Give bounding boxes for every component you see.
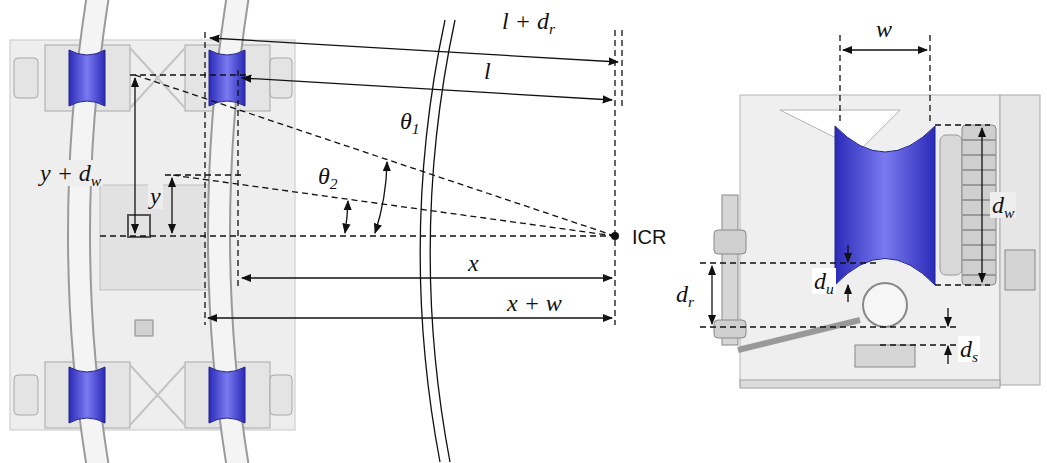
hub — [940, 135, 962, 275]
wheel-side — [835, 126, 935, 285]
shaft-collar — [714, 320, 746, 338]
dimension-label: θ2 — [316, 163, 340, 189]
dimension-label: du — [812, 268, 836, 294]
dimension-label: l + dr — [500, 8, 557, 34]
icr-point — [611, 232, 619, 240]
dimension-label: dw — [990, 192, 1016, 218]
dimension-label: dr — [674, 281, 696, 307]
extension-lines — [700, 35, 990, 345]
dimension-label: ICR — [630, 224, 668, 250]
dimension-label: x + w — [505, 290, 564, 316]
dimension-label: y + dw — [38, 160, 103, 186]
dimension-label: x — [466, 250, 481, 276]
extension-lines — [100, 30, 622, 325]
switch — [135, 320, 153, 336]
dimension-label: ds — [958, 336, 980, 362]
sensor — [128, 215, 150, 237]
wheels — [69, 50, 245, 423]
dimension-label: θ1 — [398, 108, 422, 134]
support-arm — [738, 320, 860, 350]
break-marks — [420, 20, 455, 462]
dimension-label: w — [874, 16, 894, 42]
pipe-section — [863, 283, 907, 327]
dimension-lines — [135, 38, 618, 318]
frame-cross — [130, 48, 185, 425]
roller-mount — [855, 345, 915, 367]
base-plate — [10, 40, 295, 430]
dimension-label: y — [148, 183, 163, 209]
shaft-collar — [714, 230, 746, 254]
base-bar — [740, 380, 1000, 388]
dimension-label: l — [482, 58, 493, 84]
side-column — [1000, 95, 1040, 385]
dimension-lines — [712, 50, 982, 364]
column-block — [1005, 250, 1035, 290]
